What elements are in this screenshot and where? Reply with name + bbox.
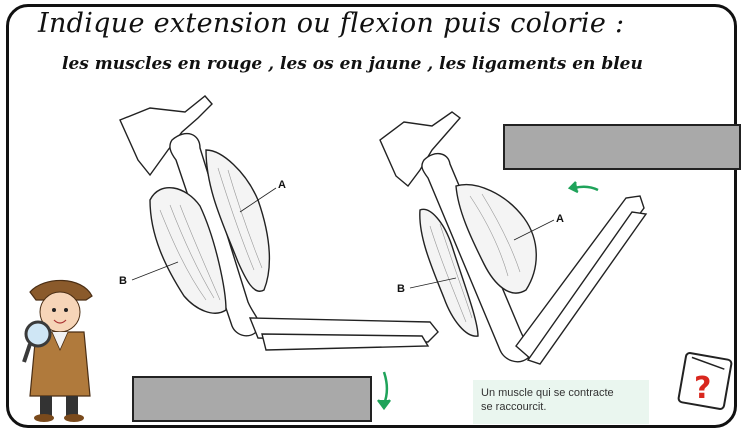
- hint-note: Un muscle qui se contracte se raccourcit…: [473, 380, 649, 424]
- label-line-b-left: [131, 261, 179, 281]
- label-a-left: A: [278, 179, 286, 191]
- label-b-right: B: [397, 283, 405, 295]
- answer-box-straight-arm[interactable]: [132, 376, 372, 422]
- motion-arrow-down-icon: [377, 371, 391, 411]
- motion-arrow-up-icon: [567, 181, 599, 194]
- label-line-a-right: [513, 219, 555, 241]
- help-question-mark: ?: [694, 371, 711, 406]
- label-b-left: B: [119, 275, 127, 287]
- help-icon[interactable]: ?: [677, 352, 733, 410]
- flexed-arm-drawing: [379, 111, 648, 365]
- extended-arm-drawing: [119, 95, 439, 351]
- answer-box-bent-arm[interactable]: [503, 124, 741, 170]
- label-line-b-right: [409, 277, 457, 289]
- exercise-subtitle: les muscles en rouge , les os en jaune ,…: [62, 54, 643, 74]
- hint-line-1: Un muscle qui se contracte: [481, 387, 614, 399]
- hint-line-2: se raccourcit.: [481, 401, 547, 413]
- label-a-right: A: [556, 213, 564, 225]
- label-line-a-left: [239, 187, 277, 213]
- detective-character-icon: [22, 279, 93, 422]
- exercise-title: Indique extension ou flexion puis colori…: [38, 8, 625, 39]
